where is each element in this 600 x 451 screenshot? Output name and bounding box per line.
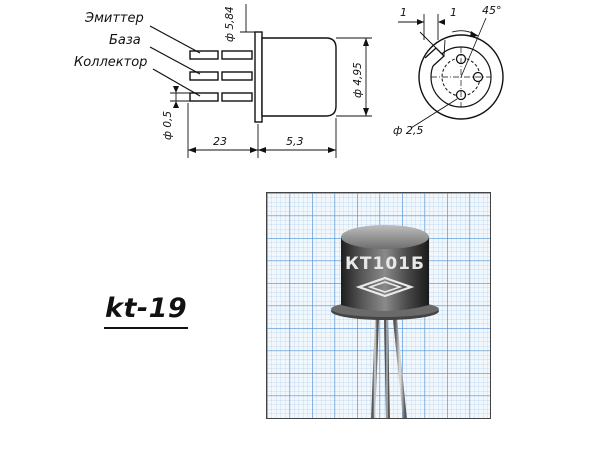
package-label: kt-19 [104,292,189,329]
transistor-body [341,225,429,311]
collector-label: Коллектор [74,55,147,70]
base-label: База [109,33,141,48]
package-drawing: Эмиттер База Коллектор ф 5,84 ф 4,95 ф 0… [74,4,504,158]
transistor-leads [371,318,407,418]
body-length-dim: 5,3 [286,135,304,148]
transistor-marking: КТ101Б [345,254,425,274]
tab-width-b-dim: 1 [450,6,457,19]
side-view [149,4,372,158]
body-diameter-dim: ф 4,95 [352,62,364,98]
tab-width-a-dim: 1 [400,6,407,19]
flange-diameter-dim: ф 5,84 [224,6,236,42]
lead-length-dim: 23 [213,135,227,148]
pin-circle-dim: ф 2,5 [393,124,423,137]
leads [189,50,253,102]
body [261,37,337,117]
emitter-label: Эмиттер [84,11,144,26]
flange [254,31,263,123]
transistor-photo: КТ101Б [266,192,491,419]
bottom-view [398,14,504,129]
tab-angle-dim: 45° [482,4,502,17]
lead-diameter-dim: ф 0,5 [162,111,174,140]
